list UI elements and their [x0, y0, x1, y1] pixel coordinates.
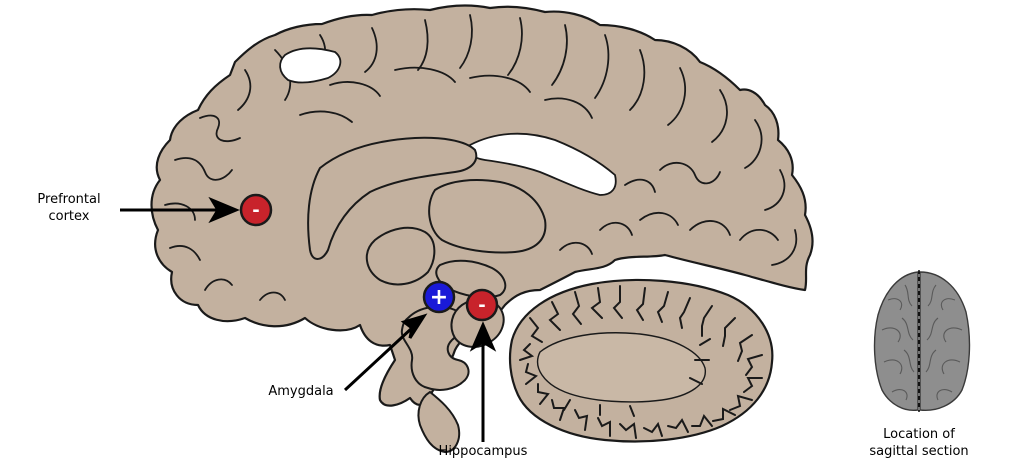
amygdala-marker: + [422, 280, 456, 314]
prefrontal-label-line2: cortex [48, 209, 90, 224]
amygdala-label: Amygdala [268, 384, 334, 399]
right-hemisphere [919, 271, 971, 412]
thalamus [428, 179, 547, 254]
top-view-gyri [881, 284, 963, 401]
prefrontal-arrowhead [208, 196, 240, 224]
prefrontal-cortex-label: Prefrontal cortex [24, 191, 114, 225]
location-label-line2: sagittal section [869, 444, 969, 459]
location-label-line1: Location of [883, 427, 955, 442]
top-view-brain [873, 270, 971, 412]
cerebellum-folia [519, 285, 763, 439]
location-label: Location of sagittal section [859, 426, 979, 460]
prefrontal-marker: - [239, 193, 273, 227]
midbrain [365, 226, 436, 286]
amygdala-arrowhead [400, 313, 428, 339]
amygdala-arrow [343, 326, 414, 392]
prefrontal-label-line1: Prefrontal [37, 192, 101, 207]
hippocampus-label: Hippocampus [438, 444, 528, 459]
amygdala-marker-sign: + [430, 285, 448, 310]
hippocampus-marker-sign: - [478, 295, 485, 316]
brainstem [417, 390, 461, 454]
hippocampus-arrowhead [469, 321, 497, 352]
left-hemisphere [873, 271, 919, 412]
pointer-arrows [120, 196, 497, 442]
corpus-callosum [307, 136, 478, 260]
cerebellum-white-matter [537, 332, 706, 403]
lateral-ventricle [467, 132, 617, 196]
upper-ventricle [279, 47, 342, 84]
hippocampus-marker: - [465, 288, 499, 322]
prefrontal-marker-sign: - [252, 200, 259, 221]
